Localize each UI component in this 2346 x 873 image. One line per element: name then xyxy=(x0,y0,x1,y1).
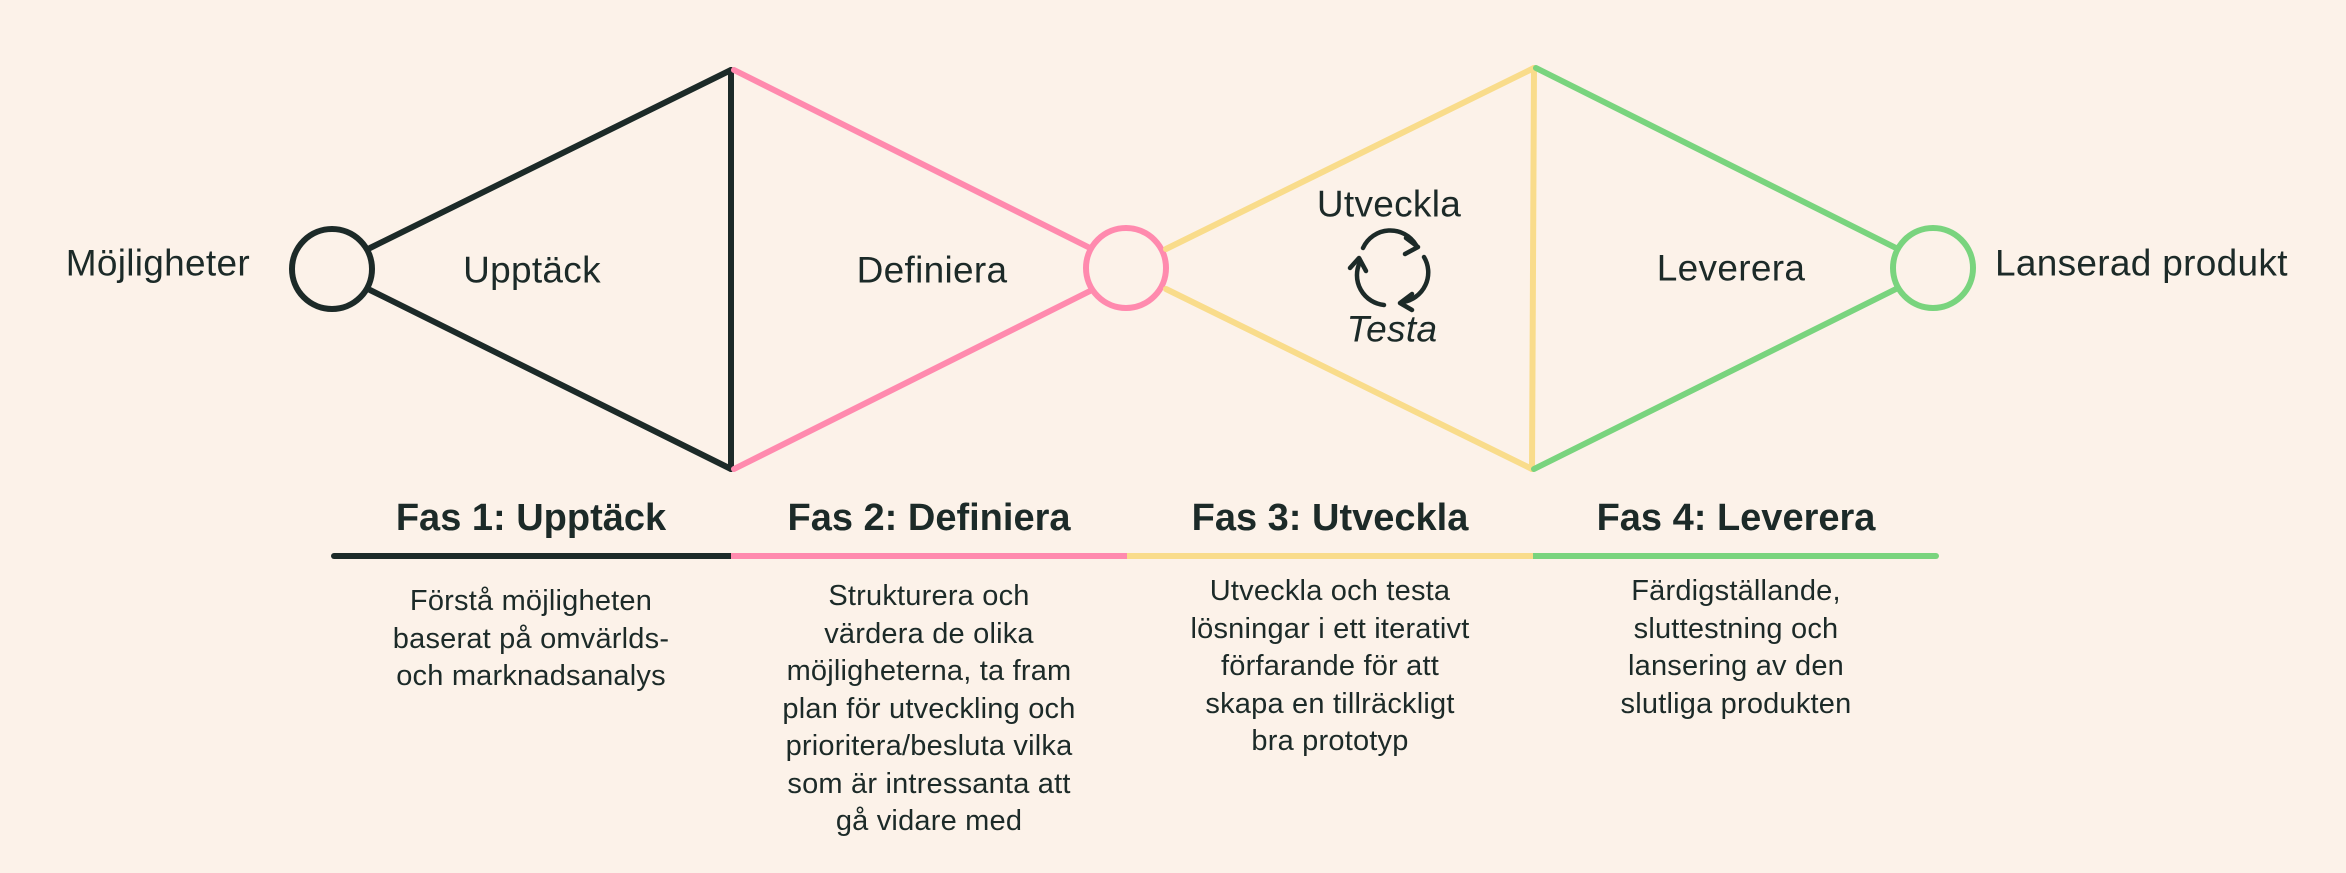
phase-divider xyxy=(331,553,731,559)
phase-divider xyxy=(1533,553,1939,559)
diamond-utveckla xyxy=(1163,65,1537,472)
desc-line: slutliga produkten xyxy=(1620,687,1852,720)
phase-divider xyxy=(1127,553,1533,559)
desc-line: lösningar i ett iterativt xyxy=(1190,612,1470,645)
desc-line: förfarande för att xyxy=(1221,650,1439,682)
start-node xyxy=(289,226,375,312)
end-label: Lanserad produkt xyxy=(1995,242,2288,284)
desc-line: plan för utveckling och xyxy=(782,692,1076,725)
desc-line: som är intressanta att xyxy=(787,767,1071,800)
diamond-label-leverera: Leverera xyxy=(1656,247,1806,289)
desc-line: Förstå möjligheten xyxy=(409,585,653,617)
phase-description: Förstå möjligheten baserat på omvärlds- … xyxy=(331,583,731,696)
diamond-leverera xyxy=(1531,65,1899,472)
end-node xyxy=(1890,225,1976,311)
phase-3: Fas 3: Utveckla Utveckla och testa lösni… xyxy=(1127,488,1533,761)
phase-divider xyxy=(731,553,1127,559)
phase-description: Strukturera och värdera de olika möjligh… xyxy=(731,578,1127,841)
phase-2: Fas 2: Definiera Strukturera och värdera… xyxy=(731,488,1127,841)
desc-line: Utveckla och testa xyxy=(1209,575,1451,607)
desc-line: gå vidare med xyxy=(835,805,1023,837)
desc-line: Strukturera och xyxy=(828,580,1030,612)
phase-title: Fas 3: Utveckla xyxy=(1191,497,1469,539)
diamond-label-testa: Testa xyxy=(1346,308,1438,350)
diamond-label-definiera: Definiera xyxy=(856,249,1008,291)
desc-line: och marknadsanalys xyxy=(396,660,666,692)
phase-title: Fas 1: Upptäck xyxy=(395,497,667,539)
desc-line: baserat på omvärlds- xyxy=(392,622,670,655)
phase-1: Fas 1: Upptäck Förstå möjligheten basera… xyxy=(331,488,731,696)
desc-line: bra prototyp xyxy=(1251,725,1409,757)
phase-description: Utveckla och testa lösningar i ett itera… xyxy=(1127,573,1533,761)
desc-line: sluttestning och xyxy=(1633,612,1839,645)
define-node xyxy=(1083,225,1169,311)
desc-line: möjligheterna, ta fram xyxy=(786,655,1072,687)
diamond-definiera xyxy=(731,67,1093,472)
phase-title: Fas 4: Leverera xyxy=(1596,497,1876,539)
phase-description: Färdigställande, sluttestning och lanser… xyxy=(1533,573,1939,723)
phase-title: Fas 2: Definiera xyxy=(787,497,1071,539)
diamond-label-utveckla: Utveckla xyxy=(1316,183,1462,225)
start-label: Möjligheter xyxy=(65,242,250,284)
desc-line: skapa en tillräckligt xyxy=(1205,687,1455,720)
desc-line: Färdigställande, xyxy=(1631,575,1841,607)
diamond-label-upptack: Upptäck xyxy=(463,249,601,291)
diamond-upptack xyxy=(367,67,734,472)
desc-line: värdera de olika xyxy=(824,617,1034,650)
cycle-arrows-icon xyxy=(1347,228,1431,313)
desc-line: lansering av den xyxy=(1627,650,1844,682)
desc-line: prioritera/besluta vilka xyxy=(785,730,1073,762)
phase-4: Fas 4: Leverera Färdigställande, sluttes… xyxy=(1533,488,1939,723)
